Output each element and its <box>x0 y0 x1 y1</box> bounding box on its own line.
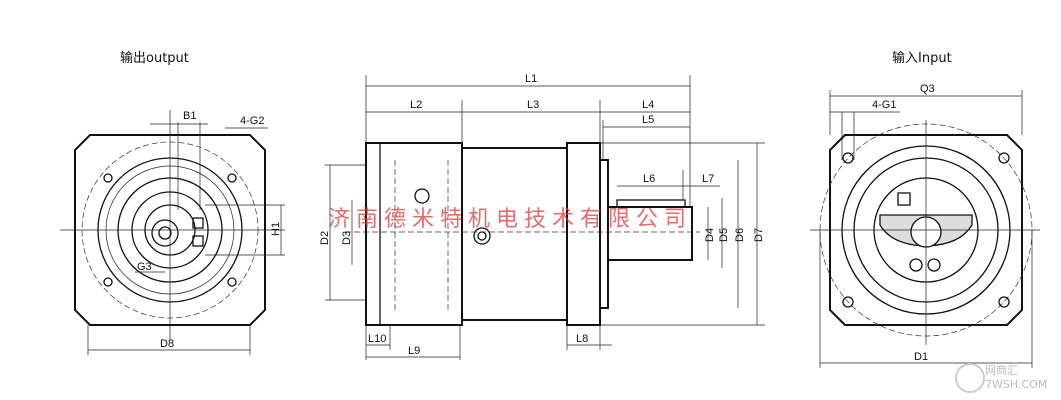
input-view-title: 输入Input <box>892 50 952 66</box>
label-l10: L10 <box>368 333 386 345</box>
label-4-g1: 4-G1 <box>872 99 896 111</box>
label-d6: D6 <box>734 228 746 242</box>
label-b1: B1 <box>183 110 196 122</box>
label-l6: L6 <box>643 173 655 185</box>
side-view: L1 L2 L3 L4 L5 L6 L7 D2 D3 D4 D5 D6 D7 L… <box>319 73 765 360</box>
label-d4: D4 <box>704 228 716 242</box>
label-l2: L2 <box>410 99 422 111</box>
site-watermark-cn: 网商汇 <box>985 363 1018 377</box>
label-l1: L1 <box>525 73 537 85</box>
label-d5: D5 <box>718 228 730 242</box>
output-view: 输出output B1 4-G2 H1 G3 D8 <box>60 50 285 355</box>
input-view: 输入Input Q3 4-G1 D1 <box>810 50 1040 368</box>
label-l3: L3 <box>527 99 539 111</box>
label-d8: D8 <box>160 338 174 350</box>
label-d2: D2 <box>319 231 331 245</box>
label-q3: Q3 <box>920 83 935 95</box>
label-l9: L9 <box>408 345 420 357</box>
label-l5: L5 <box>642 114 654 126</box>
label-l8: L8 <box>576 333 588 345</box>
label-l7: L7 <box>702 173 714 185</box>
output-view-title: 输出output <box>120 50 189 66</box>
label-l4: L4 <box>642 99 654 111</box>
label-d3: D3 <box>341 231 353 245</box>
label-d7: D7 <box>753 228 765 242</box>
label-d1: D1 <box>914 351 928 363</box>
label-4-g2: 4-G2 <box>240 115 264 127</box>
site-watermark-en: 7WSH.COM <box>985 378 1047 391</box>
company-watermark: 济南德米特机电技术有限公司 <box>328 207 692 232</box>
label-h1: H1 <box>270 222 282 236</box>
label-g3: G3 <box>137 261 152 273</box>
